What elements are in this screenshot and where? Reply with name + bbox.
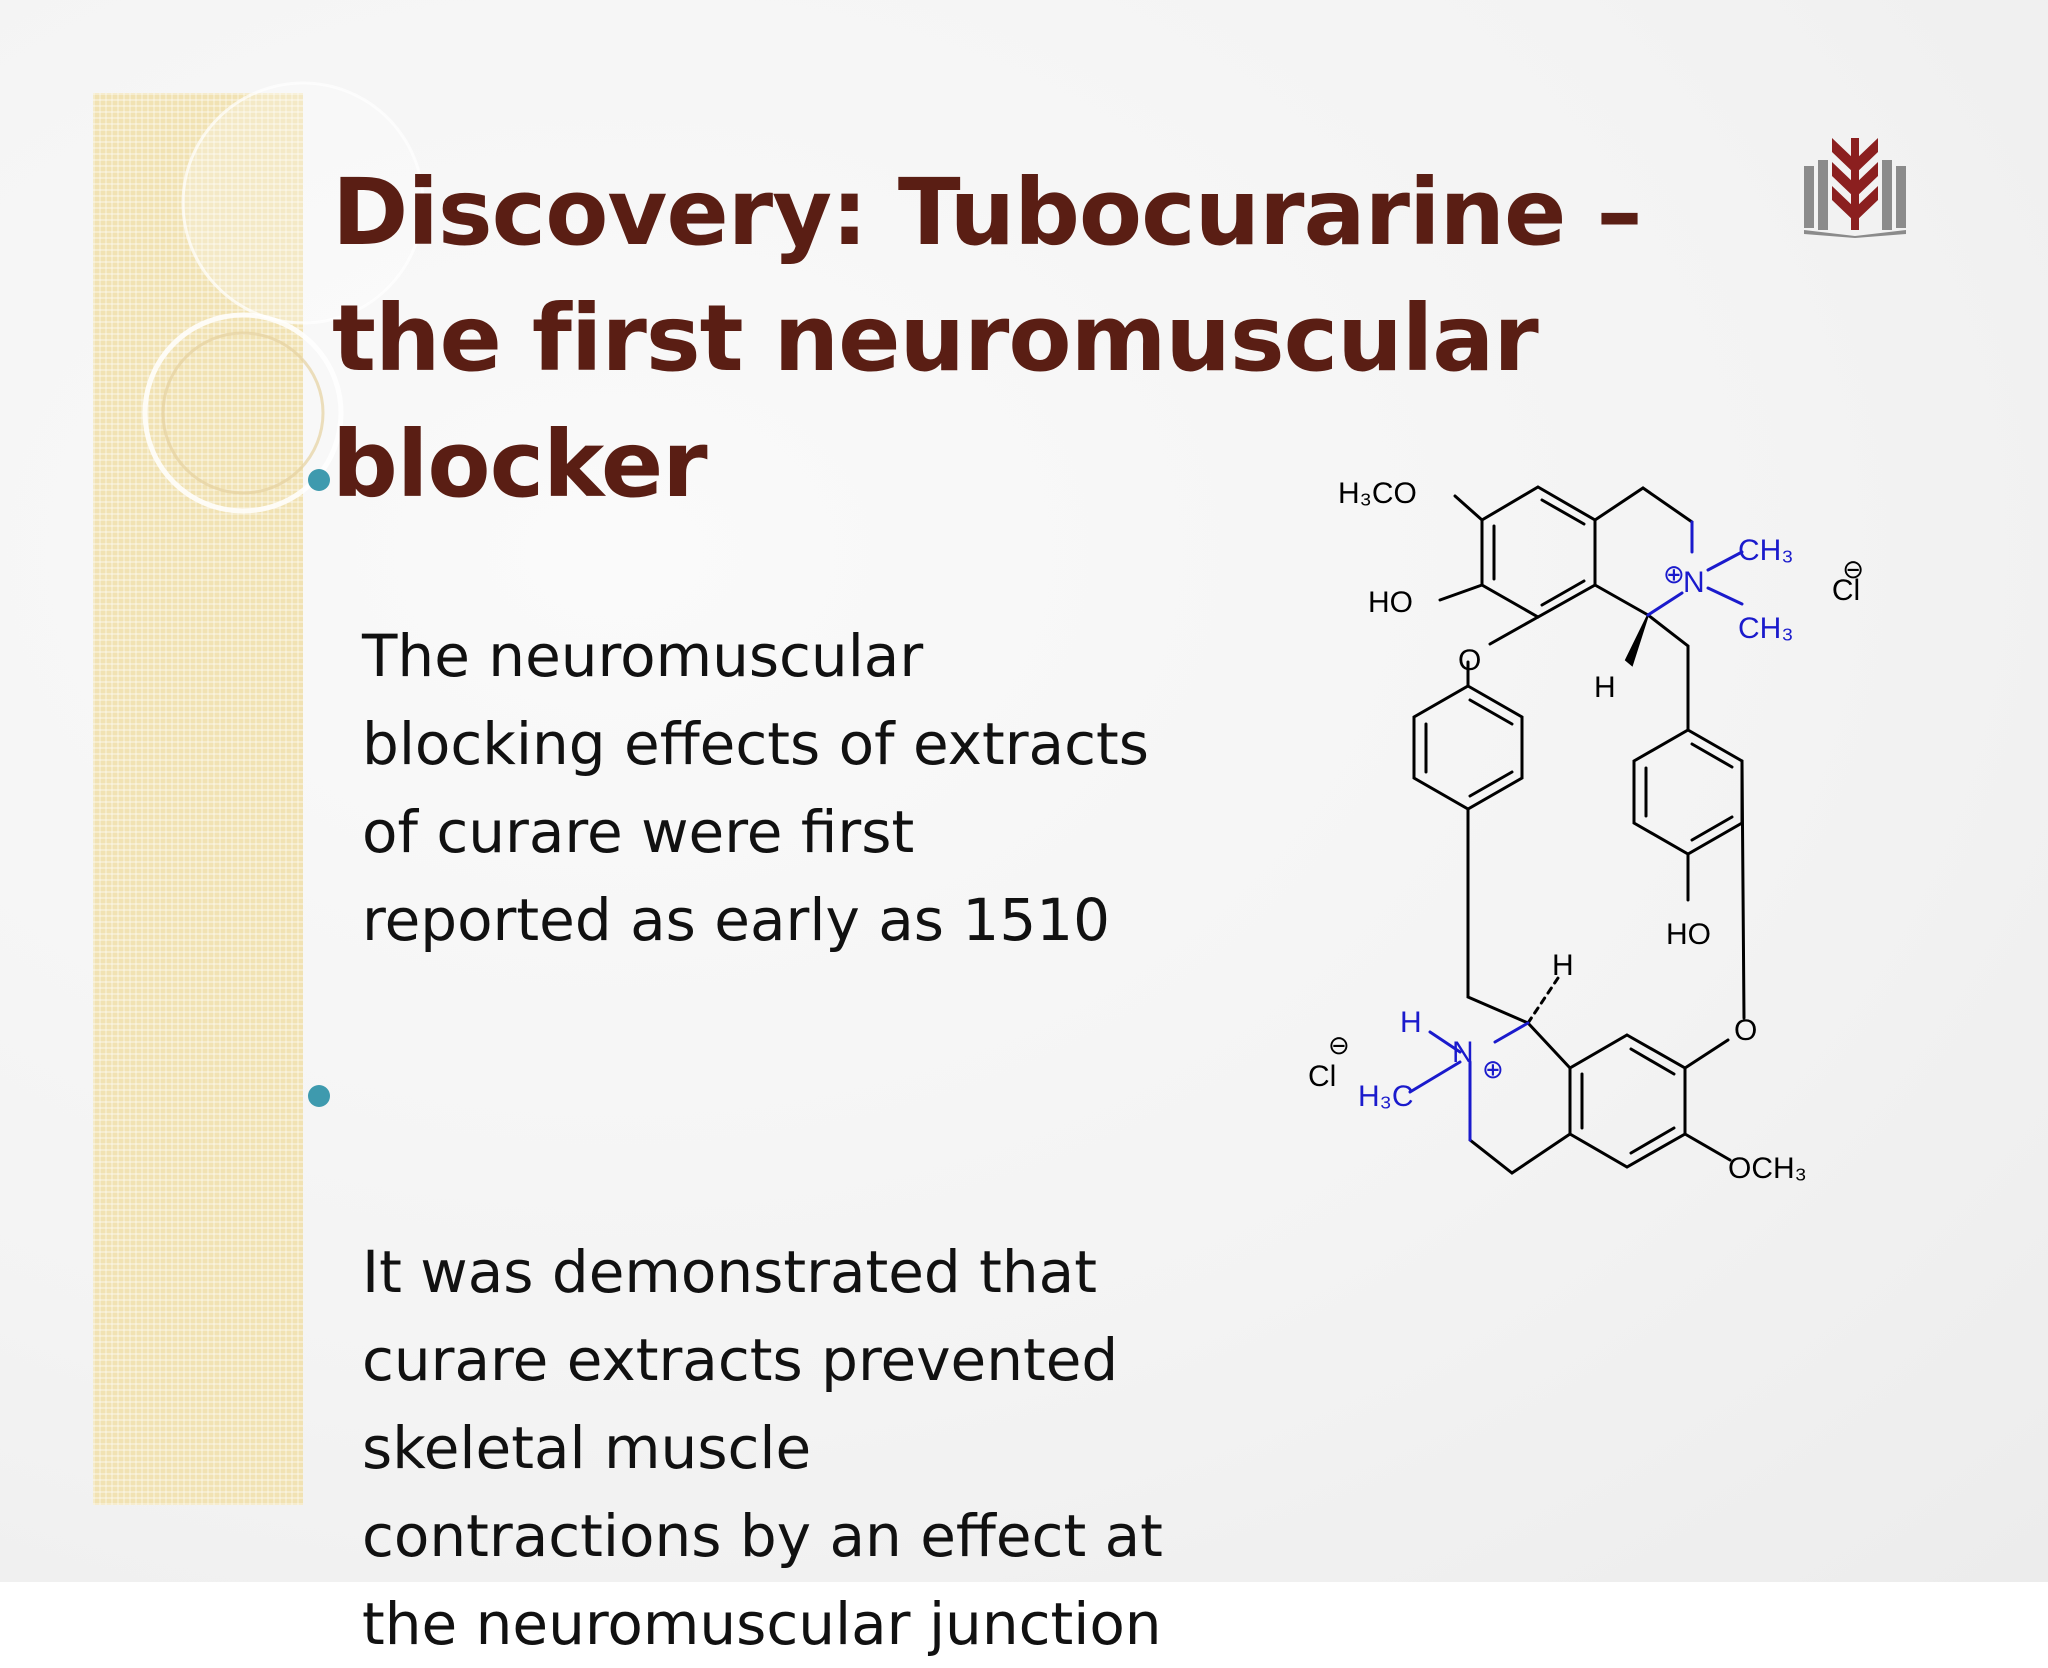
- label-minus-top: ⊖: [1842, 554, 1864, 584]
- label-ho-right: HO: [1666, 918, 1711, 951]
- label-cl-top: Cl: [1832, 574, 1860, 607]
- label-h-on-n: H: [1400, 1006, 1422, 1039]
- book-logo-icon: [1804, 138, 1906, 238]
- label-o-left: O: [1458, 644, 1481, 677]
- label-plus-top: ⊕: [1663, 559, 1685, 589]
- bullet-item: The neuromuscular blocking effects of ex…: [300, 436, 1200, 964]
- slide-title: Discovery: Tubocurarine – the first neur…: [332, 159, 1642, 518]
- label-h3c: H₃C: [1358, 1080, 1414, 1113]
- bullet-dot-icon: [308, 1085, 330, 1107]
- charged-bonds: [1408, 520, 1744, 1142]
- decorative-circles: [142, 81, 425, 514]
- label-n-top: N: [1683, 566, 1705, 599]
- label-o-right: O: [1734, 1014, 1757, 1047]
- slide-background: [0, 0, 2048, 1582]
- bullet-list: The neuromuscular blocking effects of ex…: [300, 436, 1200, 1668]
- bullet-text: It was demonstrated that curare extracts…: [362, 1238, 1163, 1658]
- label-och3: OCH₃: [1728, 1152, 1807, 1185]
- label-h-top: H: [1594, 671, 1616, 704]
- bullet-dot-icon: [308, 469, 330, 491]
- structure-bonds: [1412, 485, 1746, 1175]
- tubocurarine-structure: H₃CO HO O H ⊕ N CH₃ CH₃ ⊖ Cl HO O H H N …: [1308, 477, 1864, 1185]
- label-h-dashed: H: [1552, 949, 1574, 982]
- label-ch3-a: CH₃: [1738, 534, 1794, 567]
- bullet-text: The neuromuscular blocking effects of ex…: [362, 622, 1149, 954]
- label-minus-bottom: ⊖: [1328, 1030, 1350, 1060]
- label-plus-bottom: ⊕: [1482, 1054, 1504, 1084]
- label-ho-top: HO: [1368, 586, 1413, 619]
- label-h3co: H₃CO: [1338, 477, 1417, 510]
- atom-labels: H₃CO HO O H ⊕ N CH₃ CH₃ ⊖ Cl HO O H H N …: [1308, 477, 1864, 1185]
- label-ch3-b: CH₃: [1738, 612, 1794, 645]
- label-cl-bottom: Cl: [1308, 1060, 1336, 1093]
- label-n-bottom: N: [1452, 1036, 1474, 1069]
- bullet-item: It was demonstrated that curare extracts…: [300, 1052, 1200, 1668]
